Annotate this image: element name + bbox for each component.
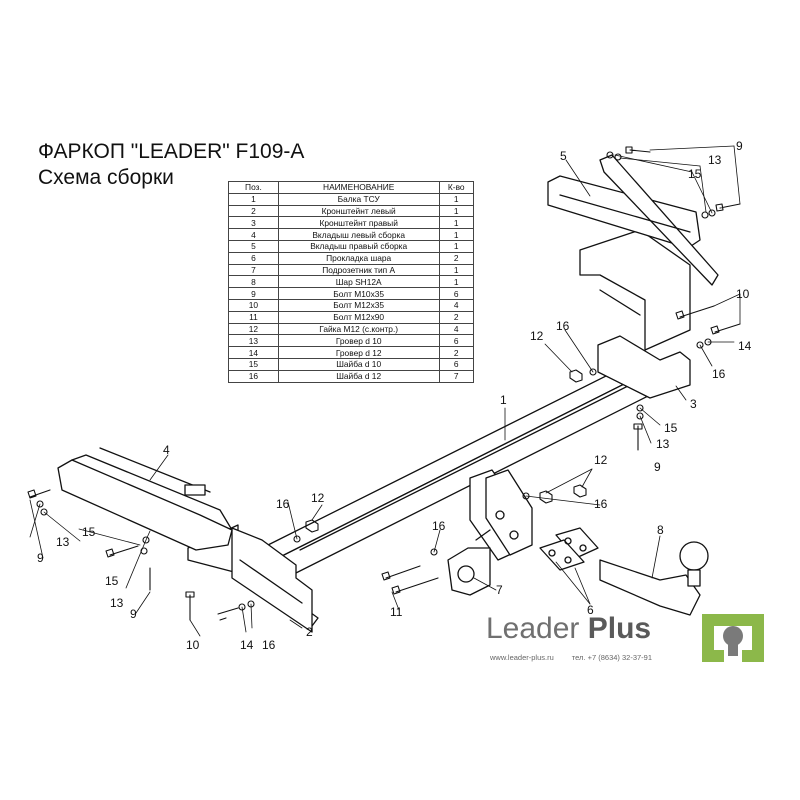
cell-name: Шар SH12A (277, 275, 440, 289)
callout-13-left: 13 (56, 535, 70, 549)
diagram-title: ФАРКОП "LEADER" F109-A (38, 140, 305, 163)
callout-9-left-lower: 9 (130, 607, 137, 621)
callout-7: 7 (496, 583, 503, 597)
callout-8: 8 (657, 523, 664, 537)
callout-9-top-right: 9 (736, 139, 743, 153)
callout-9-right: 9 (654, 460, 661, 474)
callout-14-left: 14 (240, 638, 254, 652)
right-insert-assembly (547, 154, 719, 286)
cell-name: Подрозетник тип А (277, 263, 440, 277)
callout-15-top-right: 15 (688, 167, 702, 181)
callout-1: 1 (500, 393, 507, 407)
callout-labels: 1 2 3 4 5 6 7 8 9 9 9 9 10 10 11 12 12 1… (37, 139, 752, 652)
brand-name-regular: Leader (486, 612, 588, 645)
callout-6: 6 (587, 603, 594, 617)
cell-quantity: 1 (438, 263, 474, 277)
brand-phone: тел. +7 (8634) 32-37-91 (571, 653, 653, 662)
callout-16-center: 16 (594, 497, 608, 511)
callout-16-bottom: 16 (262, 638, 276, 652)
callout-10-right: 10 (736, 287, 750, 301)
cell-position: 11 (228, 310, 279, 324)
cell-position: 9 (228, 287, 279, 300)
brand-name: Leader Plus (486, 612, 651, 646)
socket-plate (447, 529, 491, 596)
cell-quantity: 2 (438, 310, 474, 324)
callout-16-right: 16 (712, 367, 726, 381)
cell-quantity: 2 (438, 346, 474, 359)
cell-quantity: 6 (438, 334, 474, 348)
tow-bar-beam (267, 355, 661, 581)
cell-name: Шайба d 12 (277, 369, 440, 383)
cell-quantity: 2 (438, 251, 474, 265)
hitch-bracket (469, 469, 533, 561)
callout-2: 2 (306, 625, 313, 639)
cell-position: 10 (228, 298, 279, 312)
left-insert-assembly (57, 447, 233, 551)
brand-name-bold: Plus (587, 612, 652, 645)
cell-name: Гайка М12 (с.контр.) (277, 322, 440, 336)
callout-16-top-right: 16 (556, 319, 570, 333)
ball-spacers (539, 527, 599, 571)
cell-quantity: 4 (438, 298, 474, 312)
callout-15-right: 15 (664, 421, 678, 435)
cell-name: Болт М10х35 (277, 287, 440, 300)
cell-name: Гровер d 10 (277, 334, 440, 348)
parts-table-header: Поз. НАИМЕНОВАНИЕ К-во (228, 181, 474, 194)
callout-3: 3 (690, 397, 697, 411)
cell-name: Прокладка шара (277, 251, 440, 265)
cell-name: Болт М12х35 (277, 298, 440, 312)
cell-position: 7 (228, 263, 279, 277)
callout-12-right: 12 (530, 329, 544, 343)
left-bracket (187, 524, 319, 633)
callout-16-middle: 16 (432, 519, 446, 533)
cell-name: Шайба d 10 (277, 357, 440, 371)
brand-logo-icon (702, 614, 764, 662)
callout-15-left: 15 (82, 525, 96, 539)
diagram-subtitle: Схема сборки (38, 166, 174, 189)
callout-16-left: 16 (276, 497, 290, 511)
callout-10-left: 10 (186, 638, 200, 652)
cell-quantity: 1 (438, 275, 474, 289)
leader-lines (29, 145, 741, 637)
callout-13-left-lower: 13 (110, 596, 124, 610)
callout-15-left-lower: 15 (105, 574, 119, 588)
callout-13-right: 13 (656, 437, 670, 451)
brand-contacts: www.leader-plus.ru тел. +7 (8634) 32-37-9… (490, 653, 670, 662)
callout-9-left: 9 (37, 551, 44, 565)
cell-name: Болт М12х90 (277, 310, 440, 324)
callout-4: 4 (163, 443, 170, 457)
callout-12-left: 12 (311, 491, 325, 505)
tow-ball (599, 541, 709, 616)
right-bracket (579, 229, 691, 399)
cell-quantity: 7 (438, 369, 474, 383)
callout-12-center: 12 (594, 453, 608, 467)
callout-14-right: 14 (738, 339, 752, 353)
fasteners (27, 146, 741, 621)
callout-11: 11 (390, 605, 403, 619)
cell-quantity: 6 (438, 287, 474, 300)
cell-quantity: 6 (438, 357, 474, 371)
cell-quantity: 4 (438, 322, 474, 336)
brand-website: www.leader-plus.ru (490, 653, 554, 662)
cell-name: Гровер d 12 (277, 346, 440, 359)
callout-5: 5 (560, 149, 567, 163)
callout-13-top-right: 13 (708, 153, 722, 167)
